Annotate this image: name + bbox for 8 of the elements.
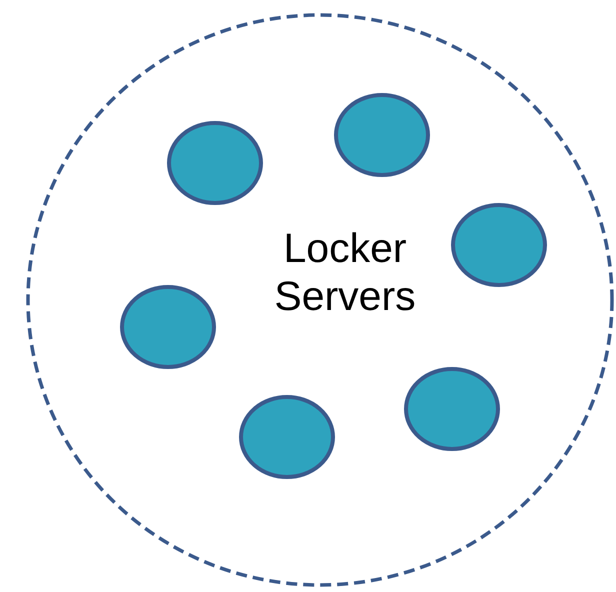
- server-circle: [120, 285, 216, 369]
- server-circle: [334, 93, 430, 177]
- server-circle: [404, 367, 500, 451]
- server-circle: [239, 395, 335, 479]
- server-circle: [167, 121, 263, 205]
- group-label: Locker Servers: [273, 224, 417, 320]
- dashed-boundary-circle: [26, 13, 614, 587]
- server-circle: [451, 203, 547, 287]
